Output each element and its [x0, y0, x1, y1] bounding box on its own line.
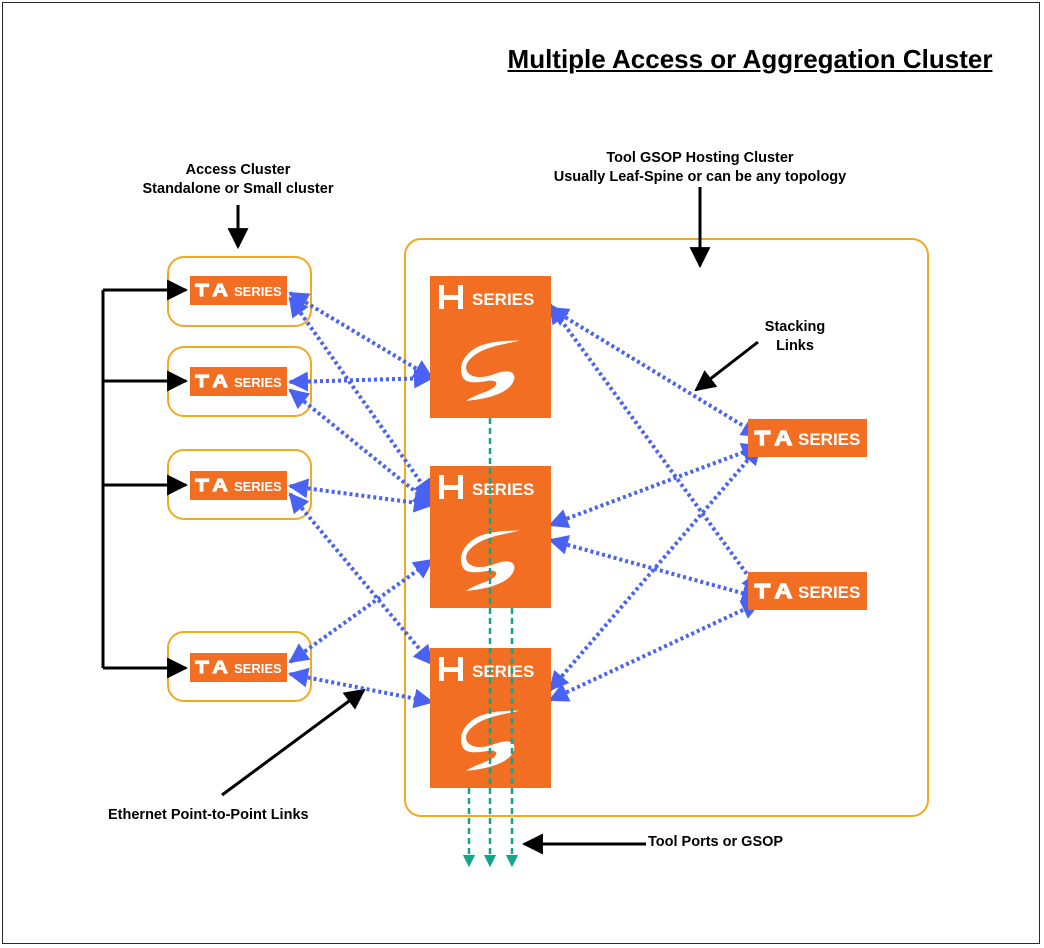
stacking-links — [548, 303, 762, 702]
access-cluster-label-line1: Access Cluster — [185, 162, 291, 178]
stacking-label-arrow — [694, 340, 759, 392]
stacking-links-label: Stacking Links — [735, 318, 855, 356]
ta-series-label-1: SERIES — [234, 284, 282, 299]
hosting-cluster-label-line2: Usually Leaf-Spine or can be any topolog… — [553, 169, 847, 185]
access-cluster-label: Access Cluster Standalone or Small clust… — [118, 161, 358, 199]
ethernet-links — [288, 291, 434, 709]
h-series-label-2: SERIES — [472, 480, 534, 499]
access-cluster-label-line2: Standalone or Small cluster — [142, 181, 334, 197]
stacking-links-label-line1: Stacking — [764, 319, 826, 335]
ethernet-links-label: Ethernet Point-to-Point Links — [108, 807, 309, 823]
ta-series-leaf-2: SERIES — [748, 572, 867, 610]
ta-series-access-4: SERIES — [190, 653, 287, 682]
ta-series-access-1: SERIES — [190, 276, 287, 305]
h-series-label-3: SERIES — [472, 662, 534, 681]
ta-series-leaf-1: SERIES — [748, 419, 867, 457]
ta-series-label-3: SERIES — [234, 479, 282, 494]
ta-series-label-4: SERIES — [234, 661, 282, 676]
access-feed-bracket — [101, 279, 189, 679]
tool-ports-label: Tool Ports or GSOP — [648, 834, 784, 850]
h-series-switch-2: SERIES — [430, 466, 551, 608]
h-series-label-1: SERIES — [472, 290, 534, 309]
stacking-links-label-line2: Links — [776, 338, 814, 354]
tool-port-lines — [462, 418, 519, 868]
h-series-switch-1: SERIES — [430, 276, 551, 418]
ta-series-label-2: SERIES — [234, 375, 282, 390]
hosting-cluster-label: Tool GSOP Hosting Cluster Usually Leaf-S… — [510, 149, 890, 187]
ethernet-label-arrow — [221, 688, 366, 797]
ta-series-leaf-label-2: SERIES — [798, 583, 860, 602]
hosting-cluster-label-line1: Tool GSOP Hosting Cluster — [606, 150, 794, 166]
ta-series-leaf-label-1: SERIES — [798, 430, 860, 449]
ta-series-access-2: SERIES — [190, 367, 287, 396]
ta-series-access-3: SERIES — [190, 471, 287, 500]
diagram-title: Multiple Access or Aggregation Cluster — [507, 44, 993, 74]
